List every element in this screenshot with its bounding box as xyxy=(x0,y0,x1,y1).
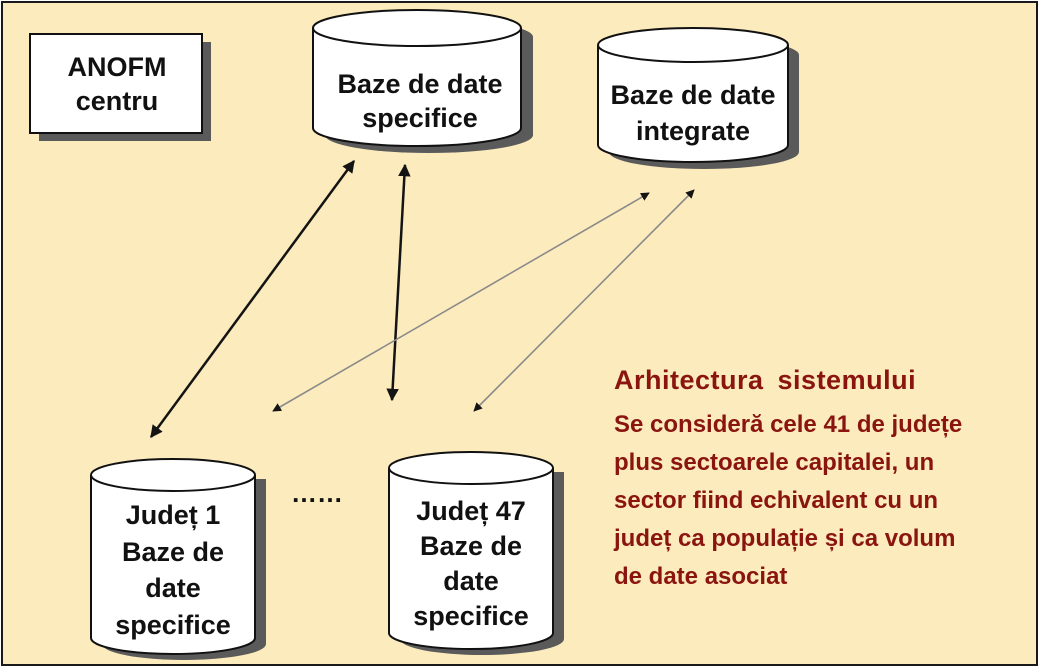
judet47-line2: Baze de xyxy=(420,531,522,561)
database-integrate: Baze de date integrate xyxy=(597,27,799,169)
judet1-line4: specifice xyxy=(115,610,231,640)
judet47-line4: specifice xyxy=(413,601,529,631)
database-judet-1: Județ 1 Baze de date specifice xyxy=(90,458,266,660)
database-specifice: Baze de date specifice xyxy=(312,9,533,153)
caption-line: sector fiind echivalent cu un xyxy=(614,487,939,514)
caption-line: Se consideră cele 41 de județe xyxy=(614,411,963,438)
anofm-line1: ANOFM xyxy=(68,52,167,82)
caption-line: județ ca populație și ca volum xyxy=(614,525,956,552)
judet1-line3: date xyxy=(145,573,201,603)
judet47-line3: date xyxy=(443,566,499,596)
integrate-line1: Baze de date xyxy=(610,80,775,110)
specifice-line1: Baze de date xyxy=(337,69,502,99)
caption-title: Arhitectura sistemului xyxy=(614,365,917,395)
specifice-line2: specifice xyxy=(362,103,478,133)
judet1-line2: Baze de xyxy=(122,537,224,567)
anofm-centru-box: ANOFM centru xyxy=(29,33,211,141)
database-judet-47: Județ 47 Baze de date specifice xyxy=(388,451,564,655)
caption-body: Se consideră cele 41 de județe plus sect… xyxy=(614,406,1014,596)
ellipsis-counties: …… xyxy=(291,478,343,508)
anofm-line2: centru xyxy=(76,86,159,116)
judet1-line1: Județ 1 xyxy=(126,500,221,530)
judet47-line1: Județ 47 xyxy=(416,496,526,526)
caption-block: Arhitectura sistemului Se consideră cele… xyxy=(614,364,1014,596)
arrow-judet47-integrate xyxy=(473,189,695,412)
integrate-line2: integrate xyxy=(636,116,750,146)
caption-line: plus sectoarele capitalei, un xyxy=(614,449,935,476)
caption-line: de date asociat xyxy=(614,563,788,590)
